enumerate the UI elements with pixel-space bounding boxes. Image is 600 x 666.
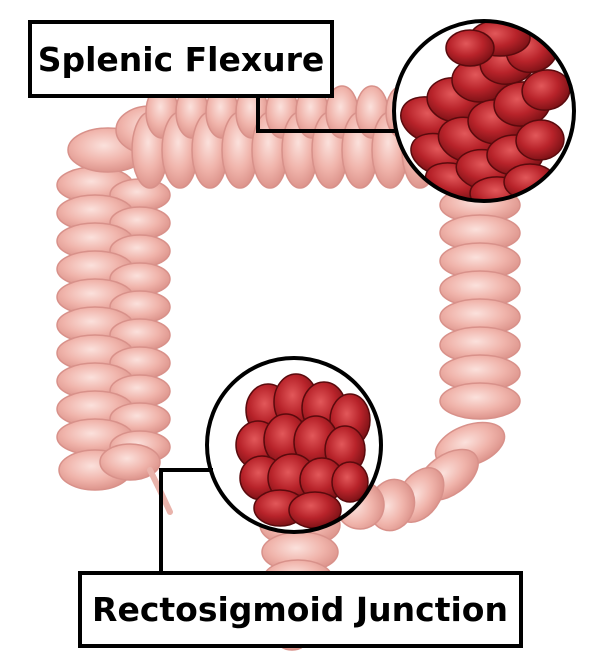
colon-segment bbox=[439, 382, 521, 420]
colon-segment bbox=[99, 443, 161, 481]
rectosigmoid-circle bbox=[205, 356, 383, 534]
splenic-flexure-circle bbox=[392, 19, 576, 203]
highlighted-segment bbox=[515, 119, 565, 161]
splenic-flexure-label-box bbox=[28, 20, 334, 98]
rectosigmoid-callout: Rectosigmoid Junction bbox=[78, 571, 523, 648]
rectosigmoid-label: Rectosigmoid Junction bbox=[92, 590, 508, 629]
splenic-flexure-label: Splenic Flexure bbox=[38, 40, 325, 79]
rectosigmoid-highlight bbox=[205, 356, 383, 534]
rectosigmoid-leader-line bbox=[159, 468, 213, 575]
rectosigmoid-label-box bbox=[78, 571, 523, 648]
ascending-colon bbox=[56, 105, 185, 491]
splenic-flexure-callout: Splenic Flexure bbox=[28, 20, 334, 98]
splenic-flexure-highlight bbox=[392, 19, 576, 203]
splenic-leader-line bbox=[256, 96, 396, 133]
highlighted-segment bbox=[445, 29, 495, 67]
highlighted-segment bbox=[331, 461, 369, 503]
descending-colon bbox=[439, 186, 521, 420]
